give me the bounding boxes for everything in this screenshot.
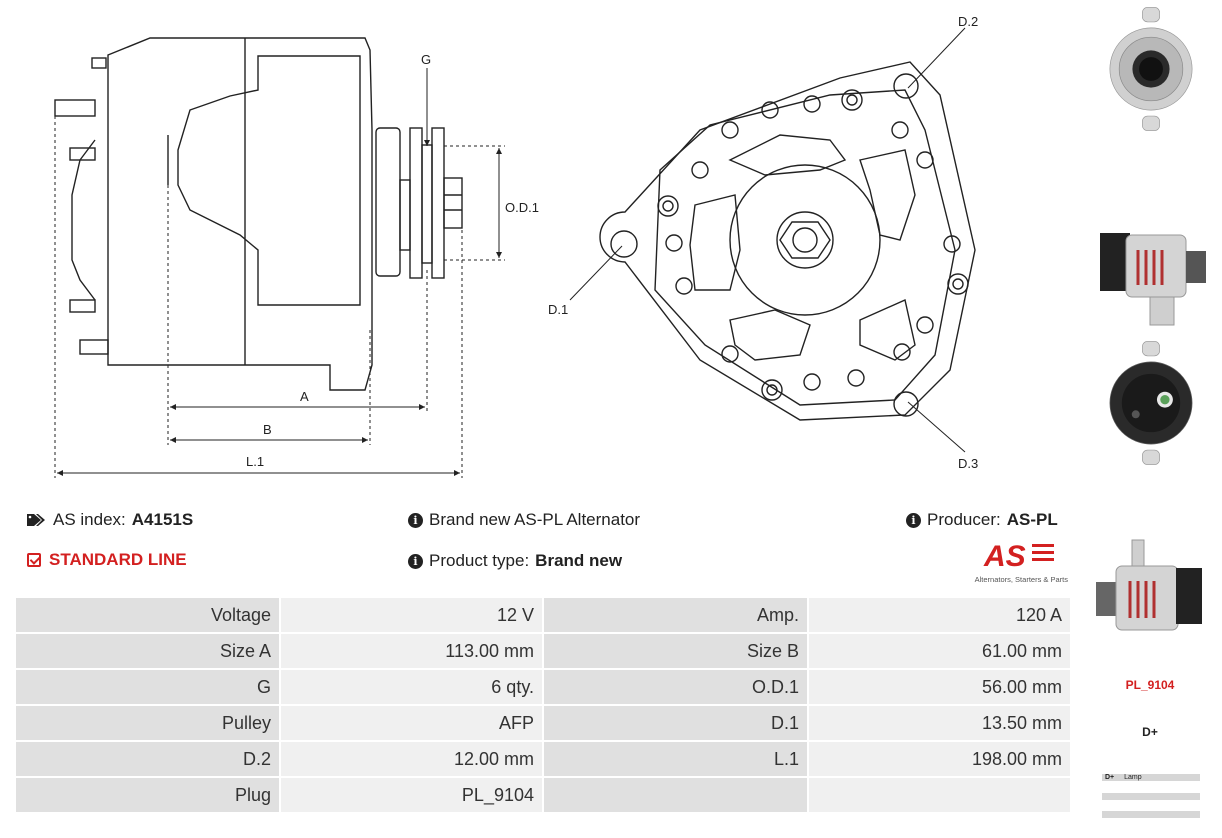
terminal-table-header: D+ Lamp xyxy=(1102,774,1200,781)
label-d2: D.2 xyxy=(958,14,978,29)
info-icon: i xyxy=(408,553,423,569)
product-type-value: Brand new xyxy=(535,551,623,570)
spec-key: Size A xyxy=(16,634,279,668)
product-type-line: i Product type: Brand new xyxy=(408,551,622,571)
tags-icon xyxy=(27,514,45,526)
spec-key: L.1 xyxy=(544,742,807,776)
brand-new-text: Brand new AS-PL Alternator xyxy=(429,510,641,529)
spec-key: Plug xyxy=(16,778,279,812)
spec-key: Size B xyxy=(544,634,807,668)
spec-value: 13.50 mm xyxy=(809,706,1070,740)
producer-line: i Producer: AS-PL xyxy=(906,510,1058,530)
label-d1: D.1 xyxy=(548,302,568,317)
label-g: G xyxy=(421,52,431,67)
as-index-value: A4151S xyxy=(131,510,194,529)
product-photo-side-right[interactable] xyxy=(1088,536,1214,662)
terminal-table-row xyxy=(1102,811,1200,818)
front-view-drawing: D.2 D.1 D.3 xyxy=(548,14,978,471)
label-a: A xyxy=(300,389,309,404)
spec-key xyxy=(544,778,807,812)
product-photo-front[interactable] xyxy=(1088,340,1214,466)
producer-value: AS-PL xyxy=(1006,510,1058,529)
logo-tagline: Alternators, Starters & Parts xyxy=(974,575,1068,584)
logo-mark-text: AS xyxy=(983,540,1026,570)
spec-value: 120 A xyxy=(809,598,1070,632)
spec-value: 198.00 mm xyxy=(809,742,1070,776)
info-icon: i xyxy=(408,512,423,528)
producer-label: Producer: xyxy=(927,510,1001,529)
spec-key: Voltage xyxy=(16,598,279,632)
as-pl-logo: AS Alternators, Starters & Parts xyxy=(966,540,1068,584)
plug-code-label: PL_9104 xyxy=(1125,678,1175,692)
as-logo-mark: AS xyxy=(983,540,1054,573)
spec-value: 6 qty. xyxy=(281,670,542,704)
terminal-label: D+ xyxy=(1142,725,1158,739)
spec-key: Pulley xyxy=(16,706,279,740)
spec-value: AFP xyxy=(281,706,542,740)
label-l1: L.1 xyxy=(246,454,264,469)
spec-key: O.D.1 xyxy=(544,670,807,704)
spec-value: 12.00 mm xyxy=(281,742,542,776)
brand-new-line: i Brand new AS-PL Alternator xyxy=(408,510,640,530)
product-type-label: Product type: xyxy=(429,551,530,570)
spec-key: D.1 xyxy=(544,706,807,740)
spec-value xyxy=(809,778,1070,812)
spec-key: D.2 xyxy=(16,742,279,776)
as-index-label: AS index: xyxy=(53,510,126,529)
spec-value: 12 V xyxy=(281,598,542,632)
spec-value: 61.00 mm xyxy=(809,634,1070,668)
terminal-desc: Lamp xyxy=(1124,774,1142,781)
terminal-pin: D+ xyxy=(1105,774,1115,781)
spec-value: 113.00 mm xyxy=(281,634,542,668)
product-photo-side-left[interactable] xyxy=(1088,205,1214,331)
as-index-line: AS index: A4151S xyxy=(27,510,193,530)
label-od1: O.D.1 xyxy=(505,200,539,215)
standard-line-text: STANDARD LINE xyxy=(49,550,187,569)
terminal-table-row xyxy=(1102,793,1200,800)
spec-value: PL_9104 xyxy=(281,778,542,812)
info-icon: i xyxy=(906,512,921,528)
standard-line-badge: STANDARD LINE xyxy=(27,550,187,570)
spec-key: G xyxy=(16,670,279,704)
label-d3: D.3 xyxy=(958,456,978,471)
checkbox-icon xyxy=(27,553,41,567)
spec-key: Amp. xyxy=(544,598,807,632)
label-b: B xyxy=(263,422,272,437)
spec-value: 56.00 mm xyxy=(809,670,1070,704)
side-view-drawing: G O.D.1 A B L.1 xyxy=(54,37,539,478)
product-photo-rear[interactable] xyxy=(1088,6,1214,132)
